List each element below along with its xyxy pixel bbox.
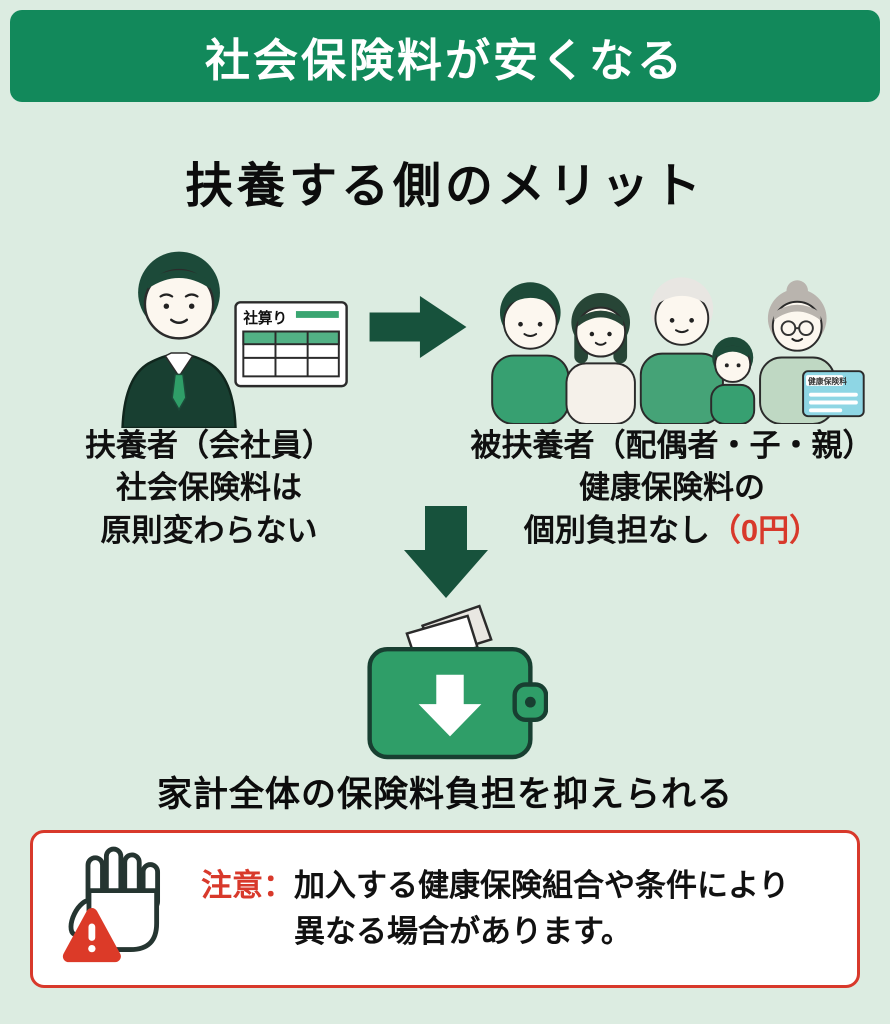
arrow-right-icon [368,296,468,358]
supporter-captions: 扶養者（会社員） 社会保険料は 原則変わらない [34,424,384,553]
businessman-illustration: 社算り [78,238,358,428]
dependents-captions: 被扶養者（配偶者・子・親） 健康保険料の 個別負担なし（0円） [462,424,882,553]
notice-line2: 異なる場合があります。 [294,914,632,949]
arrow-down-icon [404,506,488,598]
result-text: 家計全体の保険料負担を抑えられる [156,775,733,814]
supporter-line1: 社会保険料は [116,470,302,506]
header-banner: 社会保険料が安くなる [10,10,880,102]
notice-text: 注意： 加入する健康保険組合や条件により 異なる場合があります。 [201,863,789,956]
insurance-card-icon: 健康保険料 [802,370,865,418]
businessman-icon: 社算り [121,251,348,428]
supporter-line2: 原則変わらない [100,513,318,549]
family-illustration: 健康保険料 [482,248,868,424]
supporter-caption: 扶養者（会社員） [85,428,333,463]
notice-lines: 加入する健康保険組合や条件により 異なる場合があります。 [294,863,789,956]
payslip-label: 社算り [242,309,287,327]
family-icon: 健康保険料 [491,277,865,424]
notice-label: 注意： [201,867,294,903]
wallet-icon [352,598,548,770]
notice-box: 注意： 加入する健康保険組合や条件により 異なる場合があります。 [30,830,860,988]
dependents-line1: 健康保険料の [579,470,765,506]
stop-hand-icon [59,846,175,972]
warning-triangle-icon [62,908,121,963]
dependents-line2: 個別負担なし（0円） [462,510,882,553]
dependents-caption: 被扶養者（配偶者・子・親） [470,428,874,463]
zero-yen-highlight: （0円） [709,513,821,549]
dependents-line2-text: 個別負担なし [523,513,710,549]
insurance-card-label: 健康保険料 [808,376,847,386]
page-title: 扶養する側のメリット [184,160,705,213]
header-title: 社会保険料が安くなる [204,34,685,86]
payslip-icon: 社算り [234,301,348,388]
notice-line1: 加入する健康保険組合や条件により [294,867,790,903]
